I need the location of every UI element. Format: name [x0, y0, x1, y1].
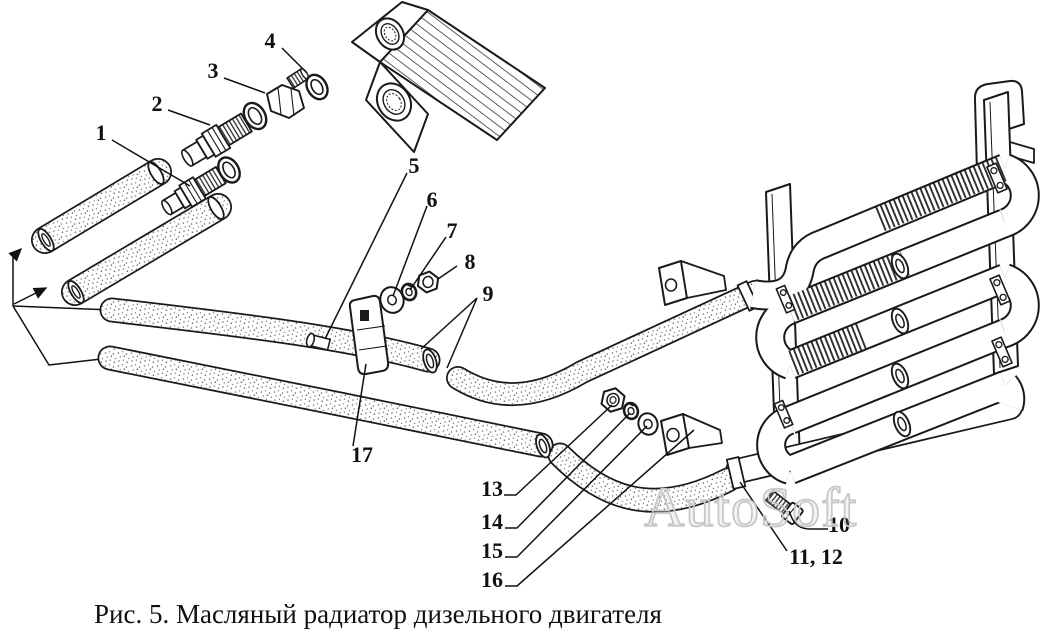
figure-caption: Рис. 5. Масляный радиатор дизельного дви… — [94, 599, 662, 629]
bottom-hardware — [600, 387, 659, 436]
leader-lines — [111, 47, 828, 587]
clamp-hardware — [379, 270, 440, 314]
threaded-bore-upper — [374, 17, 406, 51]
bolt-10 — [765, 490, 804, 525]
long-hoses — [97, 297, 554, 459]
short-hoses — [31, 158, 232, 306]
plate-clamps — [773, 162, 1013, 429]
flow-arrows — [8, 247, 113, 366]
engine-block-fragment — [351, 1, 546, 153]
elbow-fitting — [266, 67, 310, 119]
watermark: AutoSoft — [643, 476, 858, 540]
fittings-chain — [161, 67, 329, 216]
threaded-bore-lower — [375, 82, 413, 122]
radiator-core — [750, 153, 1040, 485]
